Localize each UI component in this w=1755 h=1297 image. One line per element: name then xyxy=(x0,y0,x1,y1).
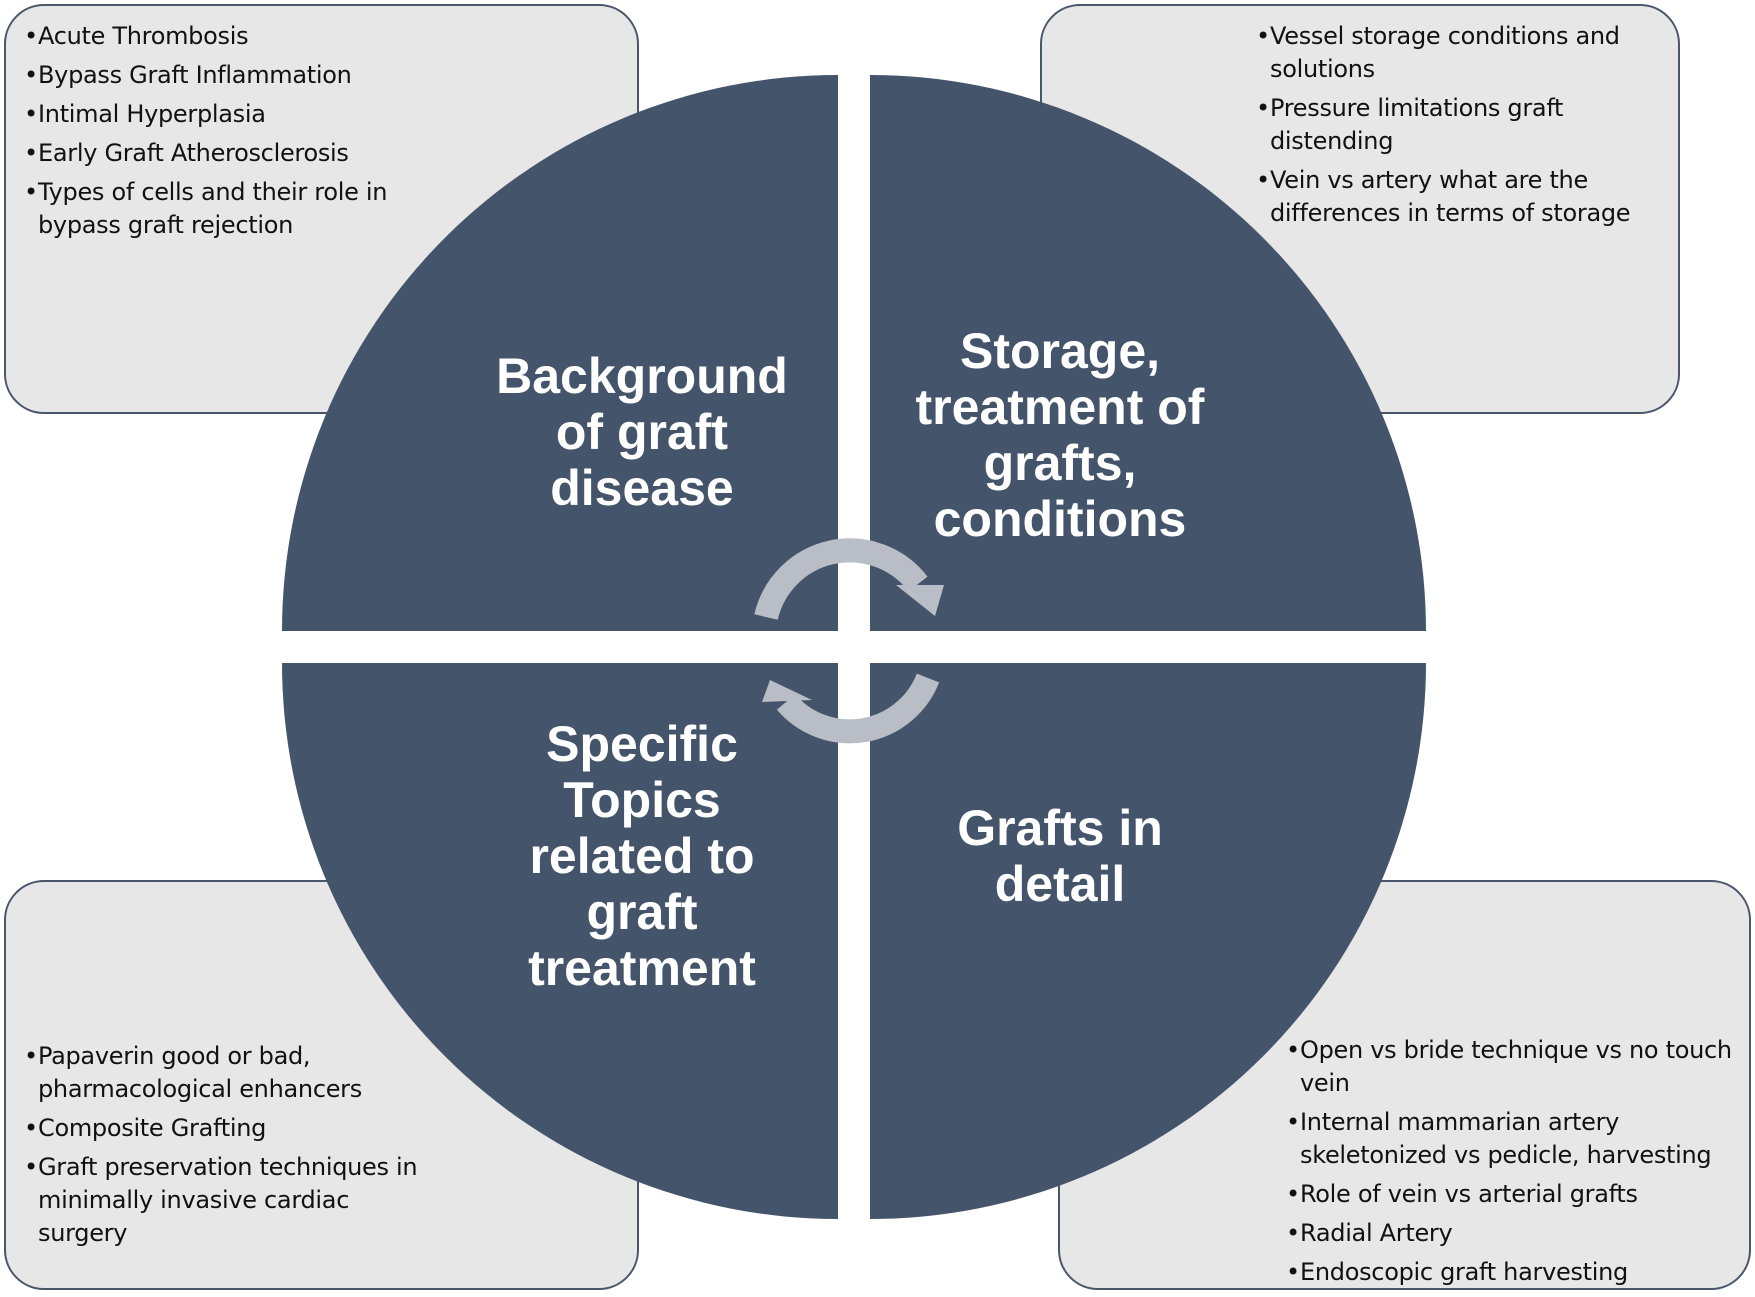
list-item: Endoscopic graft harvesting xyxy=(1286,1256,1746,1289)
clockwise-arrow-icon-top xyxy=(754,538,944,621)
list-item: Vessel storage conditions and solutions xyxy=(1256,20,1676,86)
list-item: Vein vs artery what are the differences … xyxy=(1256,164,1676,230)
quadrant-label-top-left: Background of graft disease xyxy=(496,348,788,516)
quadrant-label-bottom-right: Grafts in detail xyxy=(957,800,1163,912)
horizontal-divider xyxy=(270,631,1440,663)
topic-list-top-left: Acute Thrombosis Bypass Graft Inflammati… xyxy=(24,20,444,248)
list-item: Acute Thrombosis xyxy=(24,20,444,53)
list-item: Graft preservation techniques in minimal… xyxy=(24,1151,444,1250)
list-item: Role of vein vs arterial grafts xyxy=(1286,1178,1746,1211)
clockwise-arrow-icon-bottom xyxy=(762,673,940,744)
quadrant-top-right xyxy=(870,75,1426,631)
topic-list-bottom-right: Open vs bride technique vs no touch vein… xyxy=(1286,1034,1746,1295)
quadrant-label-top-right: Storage, treatment of grafts, conditions xyxy=(915,323,1205,547)
quadrant-top-left xyxy=(282,75,838,631)
list-item: Papaverin good or bad, pharmacological e… xyxy=(24,1040,444,1106)
list-item: Bypass Graft Inflammation xyxy=(24,59,444,92)
list-item: Composite Grafting xyxy=(24,1112,444,1145)
quadrant-bottom-right xyxy=(870,663,1426,1219)
list-item: Open vs bride technique vs no touch vein xyxy=(1286,1034,1746,1100)
list-item: Pressure limitations graft distending xyxy=(1256,92,1676,158)
list-item: Types of cells and their role in bypass … xyxy=(24,176,444,242)
list-item: Early Graft Atherosclerosis xyxy=(24,137,444,170)
quadrant-bottom-left xyxy=(282,663,838,1219)
list-item: Radial Artery xyxy=(1286,1217,1746,1250)
topic-list-bottom-left: Papaverin good or bad, pharmacological e… xyxy=(24,1040,444,1256)
topic-list-top-right: Vessel storage conditions and solutions … xyxy=(1256,20,1676,236)
quadrant-label-bottom-left: Specific Topics related to graft treatme… xyxy=(528,716,756,996)
list-item: Intimal Hyperplasia xyxy=(24,98,444,131)
list-item: Internal mammarian artery skeletonized v… xyxy=(1286,1106,1746,1172)
